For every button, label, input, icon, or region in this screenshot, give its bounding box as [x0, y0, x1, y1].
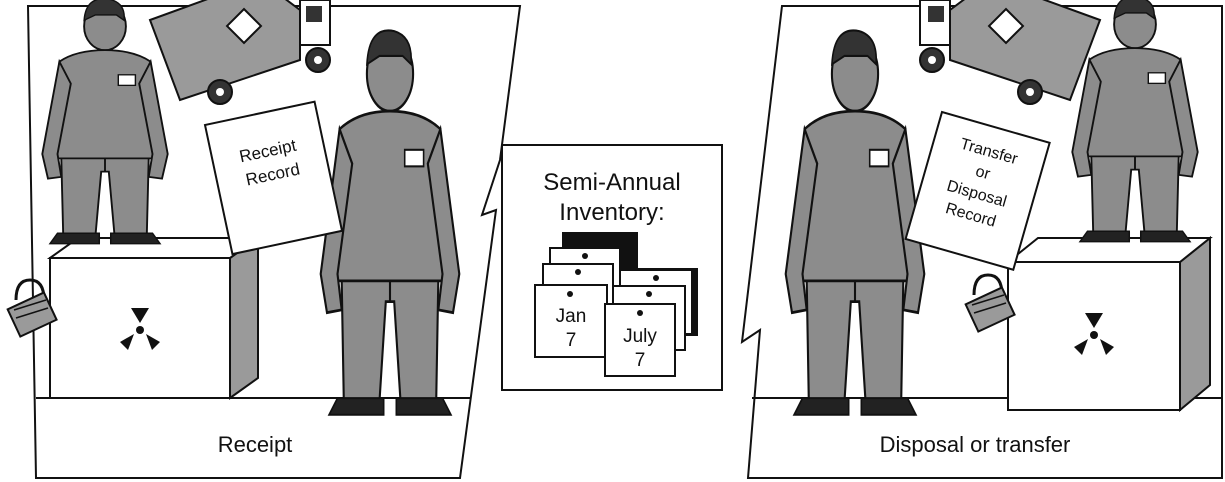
left-panel: Receipt Record Receipt [8, 0, 520, 478]
right-panel: Transfer or Disposal Record Disposal or … [742, 0, 1222, 478]
left-caption: Receipt [218, 432, 293, 457]
calendar-july-day: 7 [635, 350, 646, 371]
radioactive-box [50, 238, 258, 398]
calendar-july-month: July [623, 326, 657, 347]
center-panel: Semi-Annual Inventory: Jan 7 July 7 [502, 145, 722, 390]
radioactive-box [1008, 238, 1210, 410]
calendar-jan-month: Jan [556, 306, 587, 327]
calendar-jan-day: 7 [566, 330, 577, 351]
inventory-title-line-2: Inventory: [559, 199, 664, 226]
inventory-title-line-1: Semi-Annual [543, 169, 680, 196]
right-caption: Disposal or transfer [880, 432, 1071, 457]
